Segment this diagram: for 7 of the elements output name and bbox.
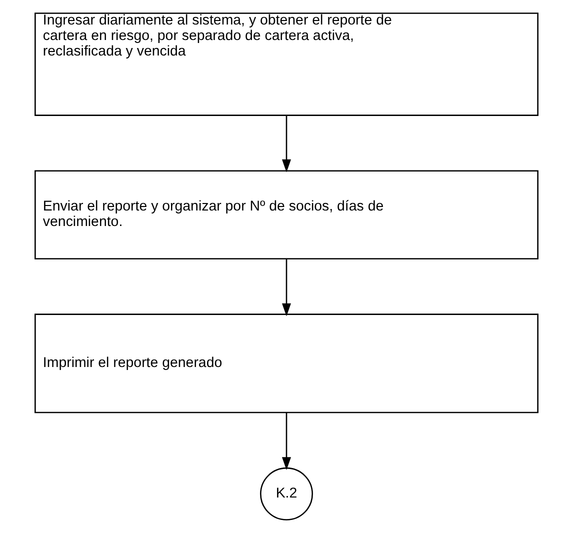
arrow xyxy=(281,412,291,470)
node-box: Ingresar diariamente al sistema, y obtener el reporte de cartera en riesgo, por separado de cartera activa, reclasificada y vencida xyxy=(34,12,538,116)
arrow xyxy=(281,116,291,172)
node-circle: K.2 xyxy=(260,467,312,520)
node-box: Imprimir el reporte generado xyxy=(34,314,538,414)
arrow xyxy=(281,259,291,316)
node-box: Enviar el reporte y organizar por Nº de socios, días de vencimiento. xyxy=(34,170,538,260)
